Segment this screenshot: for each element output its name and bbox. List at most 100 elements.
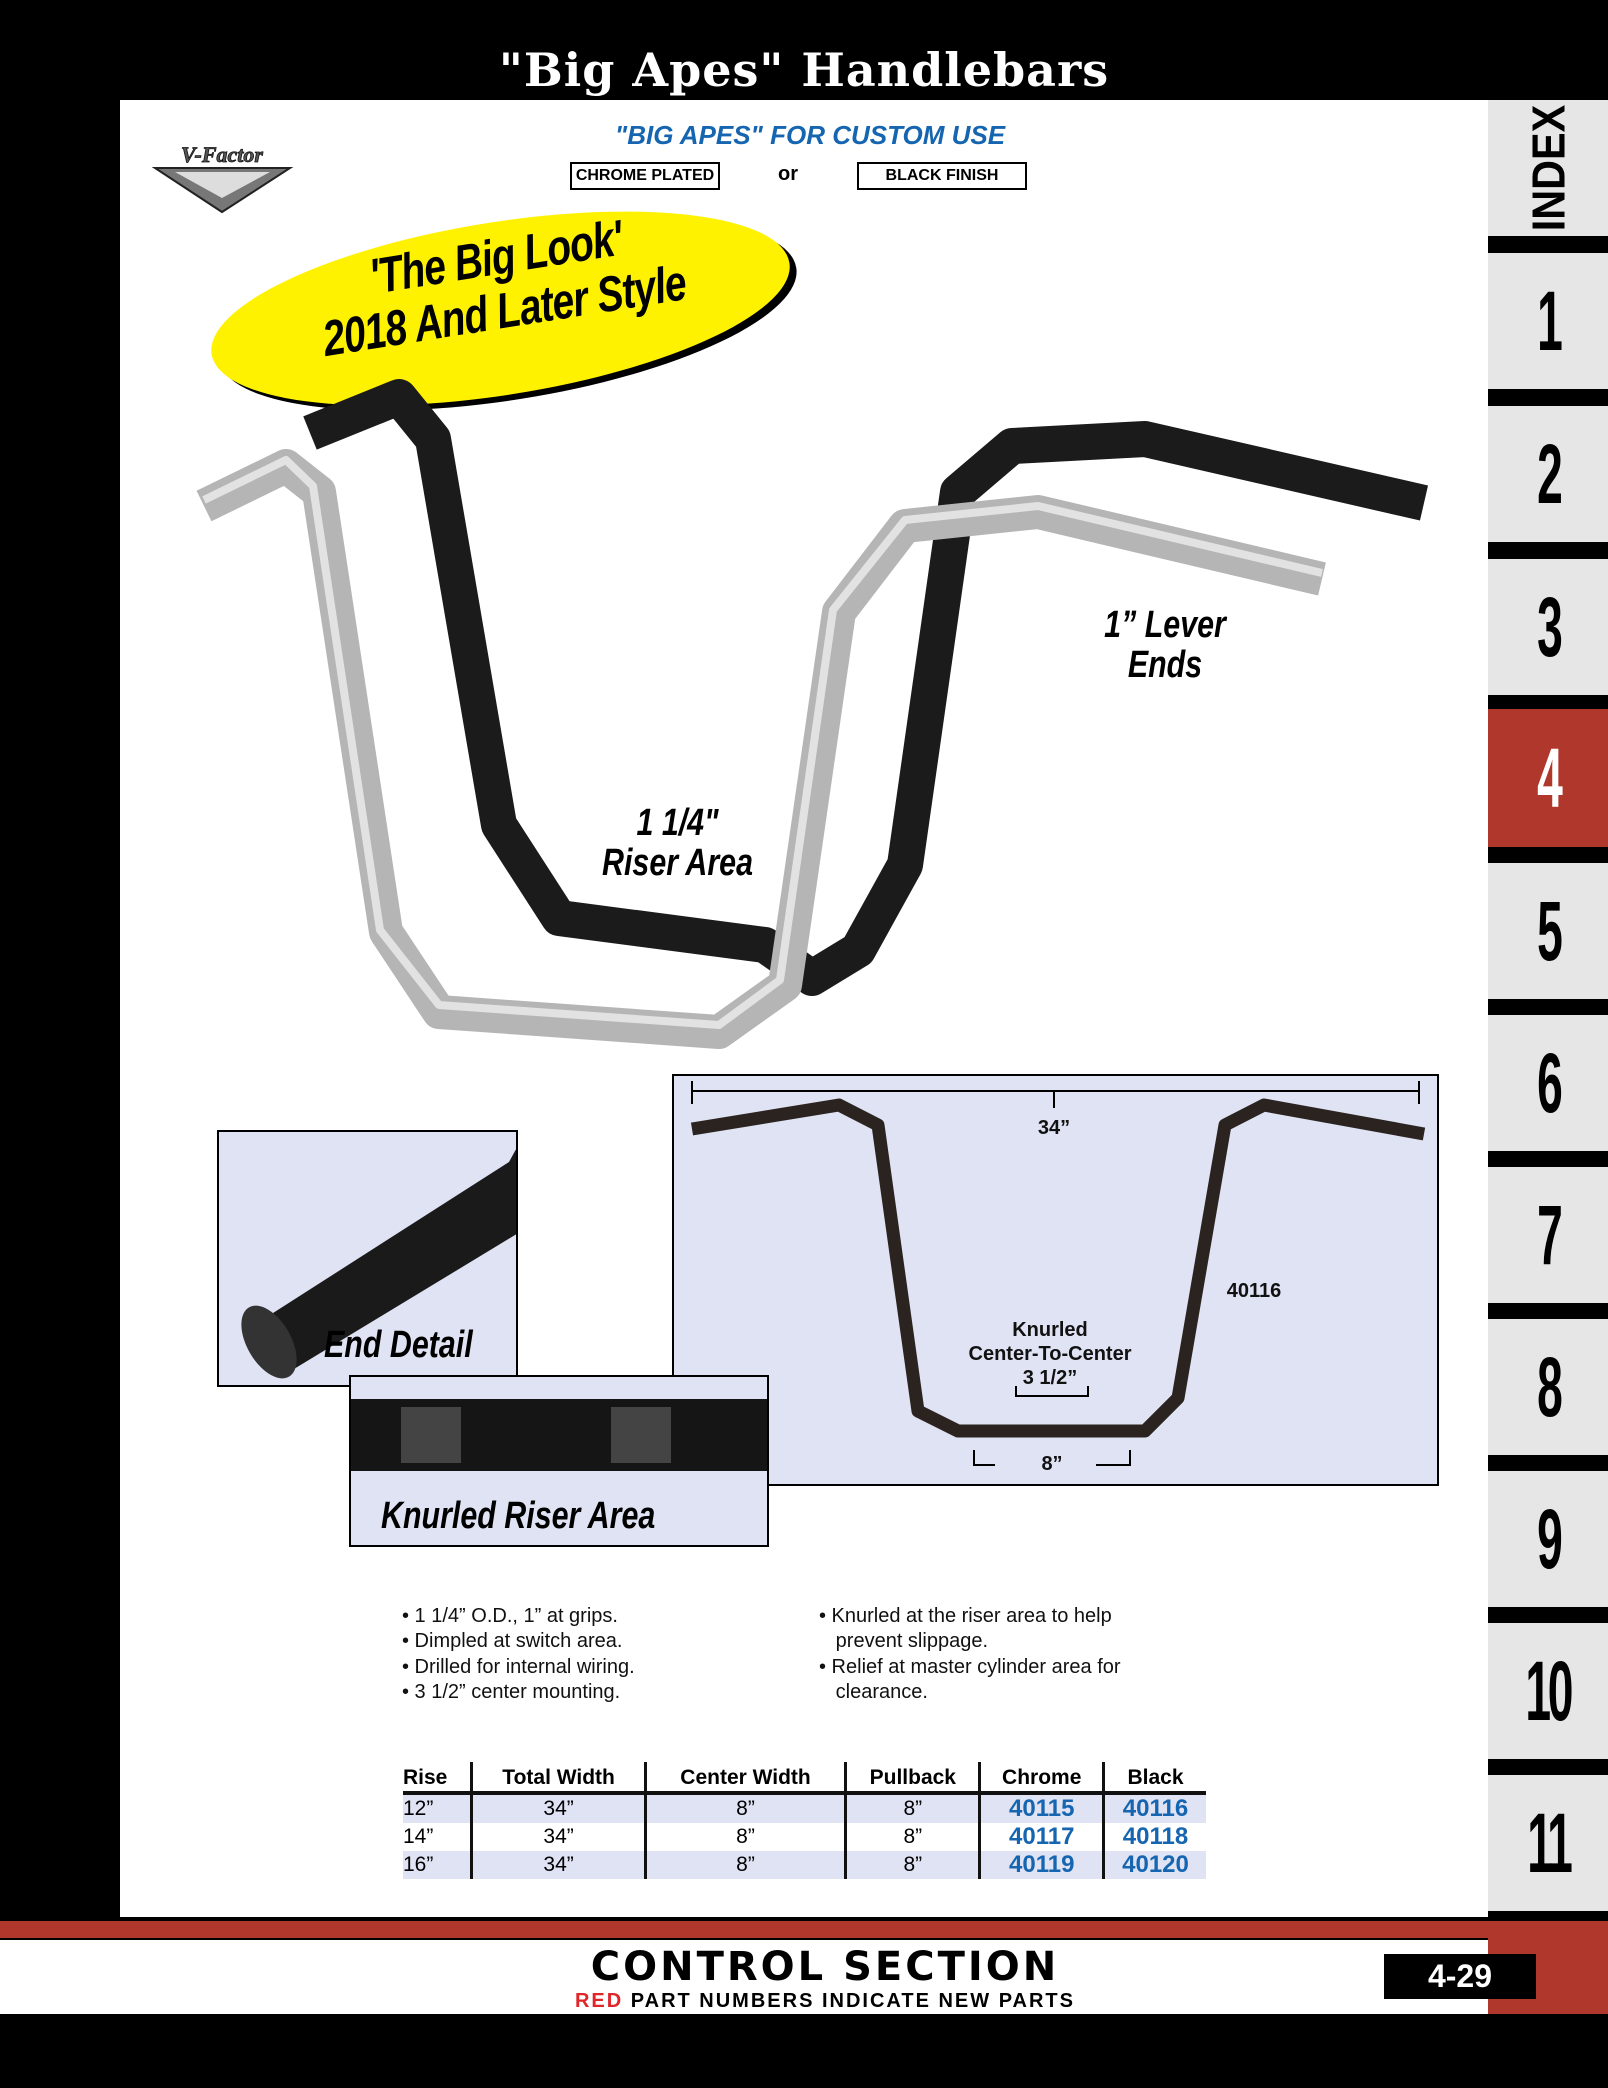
cell: 34” xyxy=(470,1823,646,1851)
part-number: 40117 xyxy=(978,1823,1104,1851)
features-right: • Knurled at the riser area to help prev… xyxy=(819,1604,1121,1705)
knurled-riser-photo: Knurled Riser Area xyxy=(349,1375,769,1547)
tab-10[interactable]: 10 xyxy=(1488,1623,1608,1759)
tab-11[interactable]: 11 xyxy=(1488,1775,1608,1911)
column-header: Black xyxy=(1102,1762,1206,1795)
cell: 12” xyxy=(403,1793,472,1823)
end-detail-photo: End Detail xyxy=(217,1130,518,1387)
tab-label: 3 xyxy=(1536,579,1563,674)
cell: 8” xyxy=(844,1823,980,1851)
column-header: Total Width xyxy=(470,1762,646,1795)
column-header: Pullback xyxy=(844,1762,980,1795)
or-label: or xyxy=(778,163,798,185)
tab-9[interactable]: 9 xyxy=(1488,1471,1608,1607)
feature-item: • 3 1/2” center mounting. xyxy=(402,1680,621,1703)
section-title: CONTROL SECTION xyxy=(590,1944,1060,1990)
dimension-drawing xyxy=(690,1081,1426,1466)
cell: 8” xyxy=(643,1793,846,1823)
part-number: 40119 xyxy=(978,1851,1104,1879)
tab-8[interactable]: 8 xyxy=(1488,1319,1608,1455)
callout-line: Ends xyxy=(1127,644,1203,686)
feature-item: • Drilled for internal wiring. xyxy=(402,1655,635,1678)
tab-label: 11 xyxy=(1526,1795,1573,1890)
tab-7[interactable]: 7 xyxy=(1488,1167,1608,1303)
svg-text:V-Factor: V-Factor xyxy=(181,142,263,167)
cell: 16” xyxy=(403,1851,472,1879)
part-number: 40116 xyxy=(1102,1793,1206,1823)
footer-red-band xyxy=(0,1921,1608,1938)
black-finish-label: BLACK FINISH xyxy=(857,162,1027,190)
part-number: 40115 xyxy=(978,1793,1104,1823)
page-title: "Big Apes" Handlebars xyxy=(498,43,1110,97)
specs-table: Rise Total Width Center Width Pullback C… xyxy=(403,1762,1206,1879)
black-handlebar xyxy=(303,379,1429,996)
tab-label: 7 xyxy=(1536,1187,1563,1282)
knurled-bar-image xyxy=(351,1399,767,1471)
tab-4[interactable]: 4 xyxy=(1488,695,1608,861)
diagram-part-number: 40116 xyxy=(1226,1280,1282,1302)
label-line: Center-To-Center xyxy=(968,1343,1132,1365)
feature-item: • Relief at master cylinder area for xyxy=(819,1655,1121,1678)
label-line: 3 1/2” xyxy=(1022,1367,1078,1389)
handlebar-photo xyxy=(196,379,1429,1049)
bar-end-image xyxy=(241,1149,516,1379)
column-header: Rise xyxy=(403,1762,472,1795)
tab-label: 8 xyxy=(1536,1339,1563,1434)
callout-line: Riser Area xyxy=(602,842,753,884)
feature-item: prevent slippage. xyxy=(819,1630,988,1653)
tab-label: 1 xyxy=(1536,273,1563,368)
tab-label: 10 xyxy=(1525,1643,1574,1738)
features-left: • 1 1/4” O.D., 1” at grips. • Dimpled at … xyxy=(402,1604,635,1705)
tab-index[interactable]: INDEX xyxy=(1488,100,1608,236)
knurled-dimension-label: Knurled Center-To-Center 3 1/2” xyxy=(930,1318,1170,1390)
center-width-dimension: 8” xyxy=(1041,1453,1063,1475)
v-factor-logo: V-Factor xyxy=(151,142,294,214)
cell: 8” xyxy=(844,1851,980,1879)
chrome-plated-label: CHROME PLATED xyxy=(570,162,720,190)
tab-label: 2 xyxy=(1536,426,1563,521)
subheading: "BIG APES" FOR CUSTOM USE xyxy=(614,120,1006,150)
new-parts-note: RED PART NUMBERS INDICATE NEW PARTS xyxy=(0,1990,1608,2012)
cell: 34” xyxy=(470,1793,646,1823)
total-width-dimension: 34” xyxy=(1037,1117,1071,1139)
callout-line: 1” Lever xyxy=(1104,604,1226,646)
tab-label: 5 xyxy=(1536,883,1563,978)
feature-item: • 1 1/4” O.D., 1” at grips. xyxy=(402,1605,618,1627)
cell: 14” xyxy=(403,1825,434,1848)
tab-5[interactable]: 5 xyxy=(1488,863,1608,999)
lever-ends-callout: 1” Lever Ends xyxy=(1040,605,1290,685)
tab-label: INDEX xyxy=(1522,104,1574,232)
feature-item: • Dimpled at switch area. xyxy=(402,1630,623,1653)
end-detail-caption: End Detail xyxy=(324,1324,473,1366)
part-number: 40120 xyxy=(1102,1851,1206,1879)
part-number: 40118 xyxy=(1102,1823,1206,1851)
label-line: Knurled xyxy=(1012,1319,1088,1341)
riser-area-callout: 1 1/4" Riser Area xyxy=(555,803,800,883)
footer xyxy=(0,1940,1488,2014)
cell: 8” xyxy=(643,1823,846,1851)
red-word: RED xyxy=(574,1990,624,2012)
tab-label: 9 xyxy=(1536,1491,1563,1586)
cell: 34” xyxy=(470,1851,646,1879)
cell: 8” xyxy=(844,1793,980,1823)
tab-3[interactable]: 3 xyxy=(1488,559,1608,695)
cell: 8” xyxy=(643,1851,846,1879)
tab-1[interactable]: 1 xyxy=(1488,253,1608,389)
feature-item: • Knurled at the riser area to help xyxy=(819,1605,1112,1627)
table-header: Rise Total Width Center Width Pullback C… xyxy=(403,1762,1206,1795)
column-header: Chrome xyxy=(978,1762,1104,1795)
tab-label: 4 xyxy=(1536,730,1563,825)
tab-label: 6 xyxy=(1536,1035,1563,1130)
tab-2[interactable]: 2 xyxy=(1488,406,1608,542)
page-number: 4-29 xyxy=(1384,1954,1536,1999)
tab-6[interactable]: 6 xyxy=(1488,1015,1608,1151)
dimension-diagram xyxy=(672,1074,1439,1486)
knurled-riser-caption: Knurled Riser Area xyxy=(381,1495,656,1537)
callout-line: 1 1/4" xyxy=(636,802,719,844)
feature-item: clearance. xyxy=(819,1680,928,1703)
note-text: PART NUMBERS INDICATE NEW PARTS xyxy=(623,1990,1075,2012)
column-header: Center Width xyxy=(643,1762,846,1795)
